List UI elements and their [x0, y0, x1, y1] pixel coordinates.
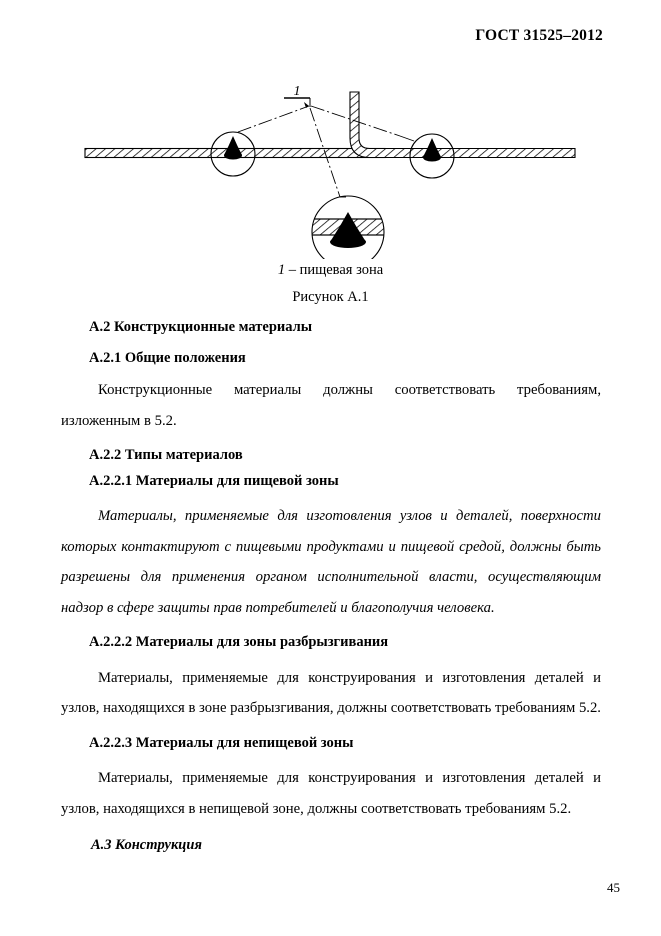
figure-caption: Рисунок А.1 — [292, 289, 369, 305]
heading-a2-2-2: А.2.2.2 Материалы для зоны разбрызгивани… — [89, 634, 389, 650]
document-body: А.2 Конструкционные материалы А.2.1 Общи… — [61, 320, 601, 853]
page-header-standard-number: ГОСТ 31525–2012 — [475, 27, 603, 44]
figure-legend: 1 – пищевая зона — [0, 262, 661, 279]
left-food-zone-cone — [224, 136, 242, 160]
figure-legend-text: пищевая зона — [299, 262, 384, 278]
paragraph-a2-2-1: Материалы, применяемые для изготовления … — [61, 508, 601, 616]
right-detail-callout-circle — [409, 133, 455, 179]
right-panel-assembly — [349, 91, 576, 179]
left-detail-callout-circle — [210, 131, 256, 177]
heading-a2-2-3: А.2.2.3 Материалы для непищевой зоны — [89, 734, 354, 751]
page-number: 45 — [607, 880, 620, 895]
leader-line-to-right-circle — [310, 105, 401, 137]
heading-a2: А.2 Конструкционные материалы — [89, 319, 313, 335]
heading-a2-2-1: А.2.2.1 Материалы для пищевой зоны — [89, 472, 339, 489]
right-food-zone-cone — [423, 138, 441, 162]
paragraph-a2-2-3: Материалы, применяемые для конструирован… — [61, 770, 601, 817]
enlarged-detail-circle — [311, 195, 385, 259]
figure-callout-label: 1 — [294, 84, 301, 99]
paragraph-a2-2-2: Материалы, применяемые для конструирован… — [61, 669, 601, 717]
figure-a1-svg: 1 — [84, 84, 576, 259]
paragraph-a2-1: Конструкционные материалы должны соответ… — [61, 382, 601, 429]
leader-arrowhead — [304, 102, 309, 108]
leader-line-to-detail-circle — [309, 107, 341, 198]
leader-line-tails — [340, 135, 415, 198]
figure-legend-number: 1 — [277, 262, 286, 278]
enlarged-detail-view — [311, 195, 385, 259]
figure-a1-drawing: 1 — [70, 84, 590, 259]
figure-legend-dash: – — [288, 262, 296, 278]
left-panel-assembly — [84, 131, 386, 177]
leader-lines — [237, 105, 401, 198]
heading-a2-1: А.2.1 Общие положения — [89, 349, 246, 366]
right-bent-panel — [349, 91, 576, 159]
heading-a2-2: А.2.2 Типы материалов — [89, 447, 243, 463]
leader-line-to-left-circle — [237, 105, 310, 133]
heading-a3: А.3 Конструкция — [91, 837, 202, 853]
